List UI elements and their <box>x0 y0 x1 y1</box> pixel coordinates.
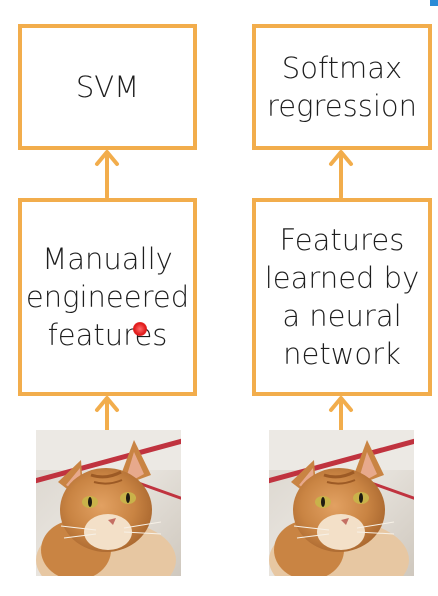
arrow-features-to-svm <box>95 150 119 199</box>
softmax-regression-label: Softmax regression <box>266 51 418 123</box>
softmax-regression-box: Softmax regression <box>252 24 432 150</box>
svm-box: SVM <box>18 24 197 150</box>
arrow-image-to-features <box>95 396 119 432</box>
learned-features-label: Features learned by a neural network <box>264 223 420 371</box>
arrow-learned-to-softmax <box>329 150 353 199</box>
laser-pointer-dot <box>133 322 147 336</box>
cat-image-right <box>269 430 414 576</box>
corner-marker <box>430 0 438 6</box>
arrow-image-to-learned <box>329 396 353 432</box>
svm-label: SVM <box>75 70 140 104</box>
manual-features-label: Manually engineered features <box>25 242 190 352</box>
manual-features-box: Manually engineered features <box>18 198 197 396</box>
learned-features-box: Features learned by a neural network <box>252 198 432 396</box>
cat-image-left <box>36 430 181 576</box>
